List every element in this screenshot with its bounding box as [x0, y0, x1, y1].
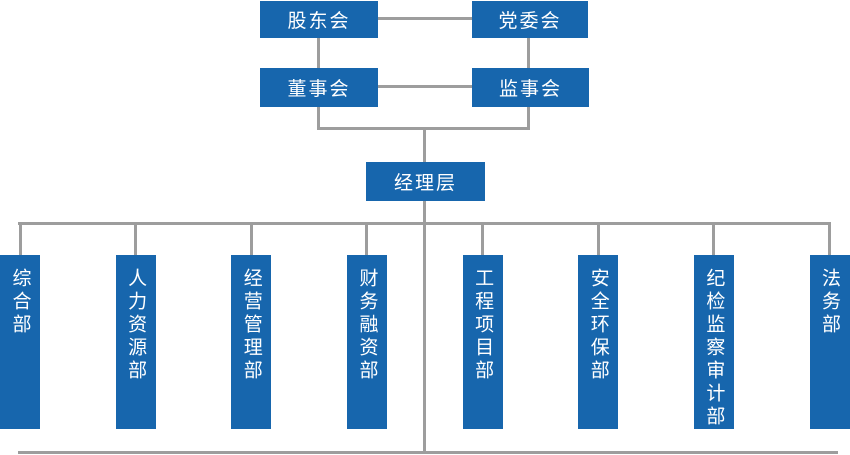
department-label: 经营管理部: [240, 268, 262, 383]
department-label: 综合部: [9, 268, 31, 337]
department-box-human-resources-dept: 人力资源部: [115, 255, 156, 429]
node-label: 监事会: [498, 79, 562, 100]
department-box-finance-financing-dept: 财务融资部: [346, 255, 387, 429]
connector-board-supervisory: [378, 85, 472, 88]
department-box-general-dept: 综合部: [0, 255, 40, 429]
connector-shareholders-board: [317, 38, 320, 68]
connector-stub-safety-environment-dept: [596, 225, 600, 255]
department-label: 工程项目部: [472, 268, 494, 383]
node-label: 股东会: [287, 11, 351, 32]
department-label: 财务融资部: [356, 268, 378, 383]
connector-stub-engineering-project-dept: [481, 225, 485, 255]
connector-bottom-line: [18, 451, 838, 454]
node-management-level: 经理层: [366, 162, 485, 201]
connector-stub-general-dept: [18, 225, 22, 255]
connector-shareholders-party: [378, 17, 472, 20]
department-box-engineering-project-dept: 工程项目部: [462, 255, 503, 429]
node-supervisory-board: 监事会: [472, 68, 589, 107]
connector-stub-discipline-inspection-audit-dept: [712, 225, 716, 255]
node-board-of-directors: 董事会: [260, 68, 378, 107]
connector-bracket-to-management: [423, 129, 426, 162]
connector-supervisory-down: [527, 107, 530, 130]
connector-stub-human-resources-dept: [134, 225, 138, 255]
node-party-committee: 党委会: [472, 1, 588, 38]
department-label: 法务部: [819, 268, 841, 337]
node-shareholders-meeting: 股东会: [260, 1, 378, 38]
department-label: 人力资源部: [125, 268, 147, 383]
node-label: 经理层: [393, 173, 457, 194]
connector-distribution-line: [18, 222, 831, 225]
connector-management-down: [423, 201, 426, 453]
connector-bracket: [317, 127, 530, 130]
department-box-legal-affairs-dept: 法务部: [809, 255, 850, 429]
connector-board-down: [317, 107, 320, 130]
node-label: 董事会: [287, 79, 351, 100]
department-box-business-management-dept: 经营管理部: [231, 255, 272, 429]
department-label: 安全环保部: [587, 268, 609, 383]
department-label: 纪检监察审计部: [703, 268, 725, 429]
connector-stub-legal-affairs-dept: [828, 225, 832, 255]
connector-stub-finance-financing-dept: [365, 225, 369, 255]
connector-stub-business-management-dept: [249, 225, 253, 255]
node-label: 党委会: [498, 11, 562, 32]
department-box-discipline-inspection-audit-dept: 纪检监察审计部: [693, 255, 734, 429]
connector-party-supervisory: [527, 38, 530, 68]
department-box-safety-environment-dept: 安全环保部: [578, 255, 619, 429]
